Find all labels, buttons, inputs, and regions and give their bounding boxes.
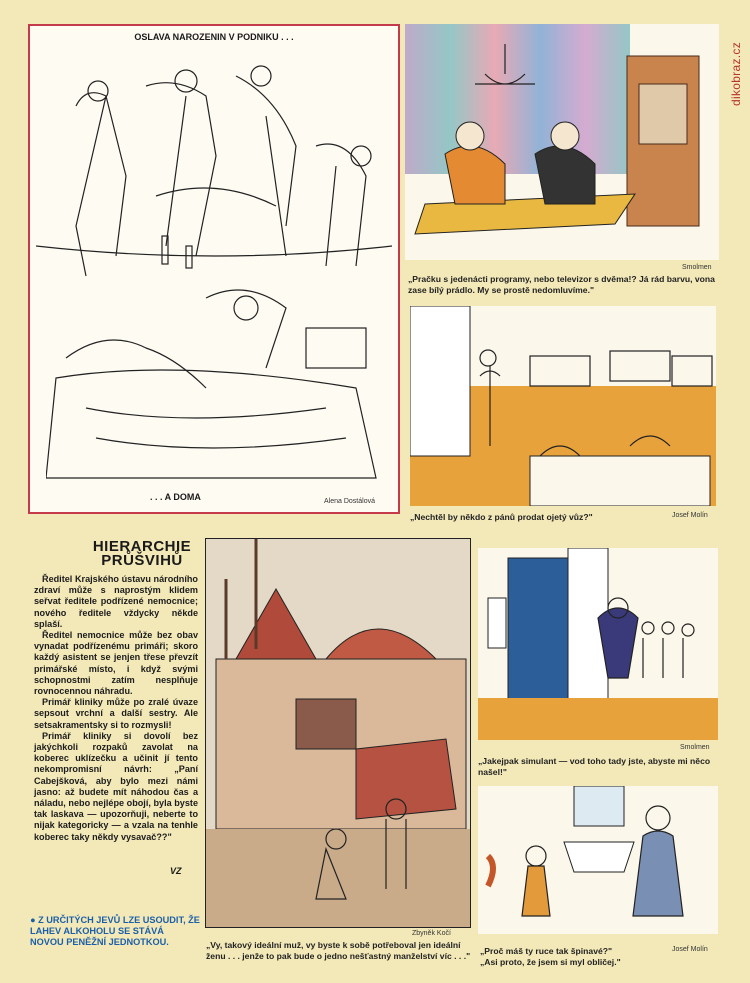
article-title: HIERARCHIE PRŮŠVIHŮ: [62, 538, 222, 569]
cartoon-washing-author-label: Smolmen: [682, 264, 712, 271]
article-paragraph: Ředitel nemocnice může bez obav vynadat …: [34, 630, 198, 697]
cartoon-birthday: OSLAVA NAROZENIN V PODNIKU . . . . . . A…: [28, 24, 400, 514]
article-signature: VZ: [170, 866, 182, 876]
cartoon-hospital: [410, 306, 716, 506]
watermark: dikobraz.cz: [721, 2, 749, 112]
article-paragraph: Ředitel Krajského ústavu národního zdrav…: [34, 574, 198, 629]
watermark-text: dikobraz.cz: [729, 42, 743, 106]
article-paragraph: Primář kliniky může po zralé úvaze sepso…: [34, 697, 198, 730]
cartoon-birthday-subtitle: . . . A DOMA: [150, 492, 201, 502]
cartoon-oldtown: [205, 538, 471, 928]
article-title-line2: PRŮŠVIHŮ: [101, 552, 183, 569]
cartoon-basin-caption: „Proč máš ty ruce tak špinavé?" „Asi pro…: [480, 946, 680, 968]
note-box: ● Z URČITÝCH JEVŮ LZE USOUDIT, ŽE LAHEV …: [30, 915, 200, 947]
cartoon-basin-author: Josef Molín: [672, 946, 708, 953]
washing-illustration: [405, 24, 700, 235]
cartoon-birthday-author: Alena Dostálová: [324, 498, 375, 505]
article-paragraph: Primář kliniky si dovolí bez jakýchkoli …: [34, 730, 198, 842]
cartoon-hospital-author: Josef Molín: [672, 512, 708, 519]
cartoon-oldtown-caption: „Vy, takový ideální muž, vy byste k sobě…: [206, 940, 471, 961]
cartoon-washing-caption: „Pračku s jedenácti programy, nebo telev…: [408, 274, 715, 295]
bed-illustration: [46, 289, 377, 479]
party-illustration: [36, 65, 392, 277]
hospital-illustration: [410, 306, 716, 506]
article-body: Ředitel Krajského ústavu národního zdrav…: [34, 574, 198, 843]
cartoon-simulant-author: Smolmen: [680, 744, 710, 751]
cartoon-oldtown-author: Zbyněk Kočí: [412, 930, 451, 937]
cartoon-birthday-title: OSLAVA NAROZENIN V PODNIKU . . .: [134, 32, 294, 42]
cartoon-basin: [478, 786, 718, 934]
cartoon-simulant: [478, 548, 718, 740]
oldtown-illustration: [206, 539, 470, 927]
cartoon-basin-caption-line1: „Proč máš ty ruce tak špinavé?": [480, 946, 613, 956]
simulant-illustration: [478, 548, 718, 740]
cartoon-simulant-caption: „Jakejpak simulant — vod toho tady jste,…: [478, 756, 711, 777]
cartoon-washing: Smolmen: [405, 24, 719, 260]
cartoon-hospital-caption: „Nechtěl by někdo z pánů prodat ojetý vů…: [410, 512, 593, 522]
article-title-line1: HIERARCHIE: [92, 538, 192, 555]
cartoon-basin-caption-line2: „Asi proto, že jsem si myl obličej.": [480, 957, 621, 967]
basin-illustration: [485, 786, 684, 917]
